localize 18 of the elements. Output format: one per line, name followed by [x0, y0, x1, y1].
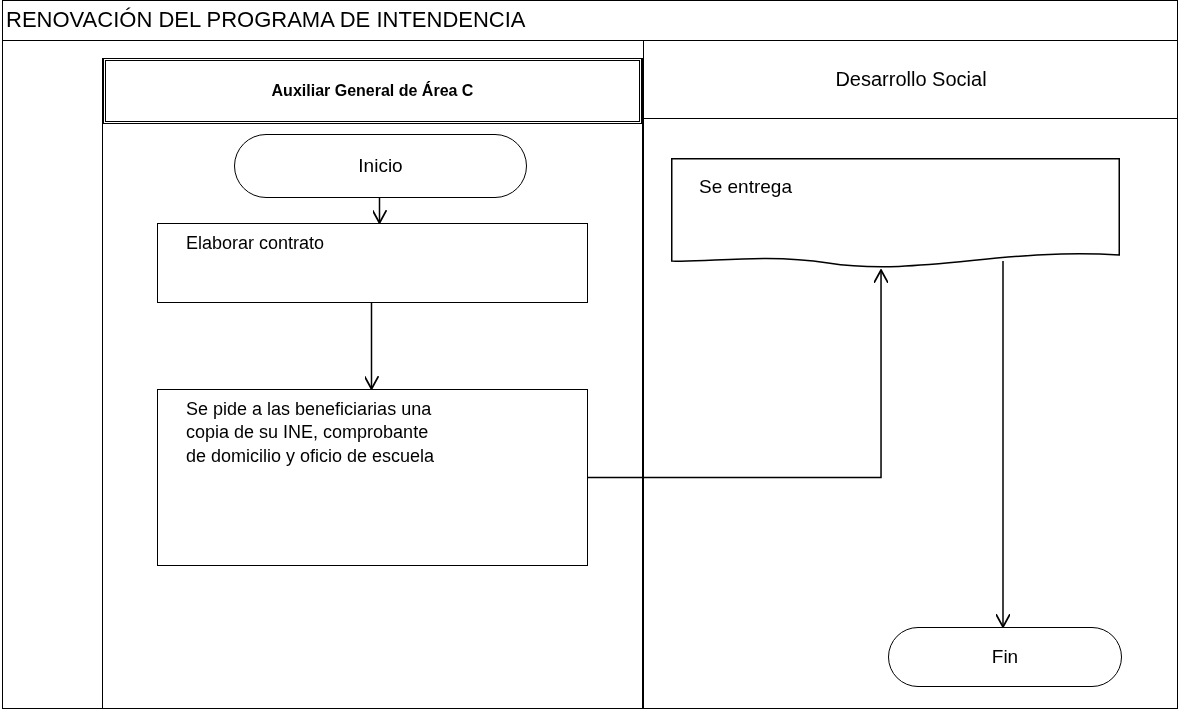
lane-header: Desarrollo Social: [644, 41, 1178, 119]
diagram-title: RENOVACIÓN DEL PROGRAMA DE INTENDENCIA: [6, 7, 526, 33]
arrow: [363, 302, 380, 390]
arrow: [995, 260, 1011, 628]
arrow: [371, 197, 388, 224]
node-label: Fin: [991, 646, 1019, 668]
node-label: Elaborar contrato: [186, 232, 326, 255]
arrow: [586, 269, 889, 479]
process-box: [157, 389, 588, 566]
terminator-shape: [888, 627, 1122, 687]
node-label: Se pide a las beneficiarias una copia de su INE, comprobante de domicilio y oficio de escuela: [186, 398, 436, 468]
swimlane: [102, 58, 643, 708]
swimlane: [643, 41, 1178, 708]
document-shape: [671, 158, 1120, 269]
node-label: Inicio: [358, 155, 403, 177]
node-label: Se entrega: [699, 176, 793, 198]
process-box: [157, 223, 588, 303]
lane-header: Auxiliar General de Área C: [103, 58, 642, 124]
